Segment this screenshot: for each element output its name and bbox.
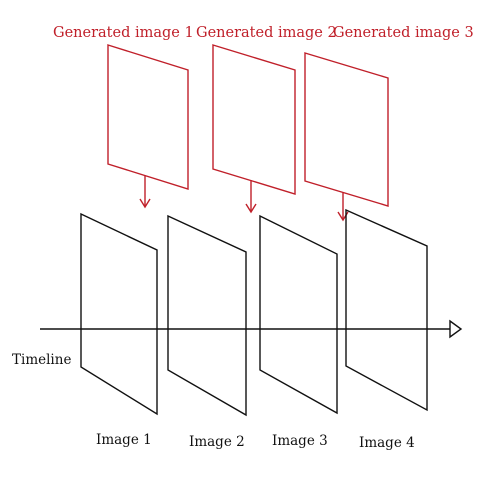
generated-image-3-frame: [304, 52, 389, 207]
image-2-frame: [167, 214, 247, 417]
generated-frames: [107, 44, 389, 207]
image-4-frame: [345, 208, 428, 412]
image-3-frame: [259, 214, 338, 415]
image-3-label: Image 3: [272, 433, 328, 449]
generated-image-2-frame: [212, 44, 296, 195]
image-1-label: Image 1: [96, 432, 152, 448]
image-4-label: Image 4: [359, 435, 415, 451]
connector-arrow-1: [139, 176, 151, 209]
image-1-frame: [80, 212, 158, 416]
generated-image-1-label: Generated image 1: [53, 25, 194, 41]
image-frames: [80, 208, 428, 417]
connector-arrows: [139, 176, 349, 222]
timeline-axis: [40, 319, 463, 339]
timeline-label: Timeline: [12, 352, 71, 368]
generated-image-2-label: Generated image 2: [196, 25, 337, 41]
generated-image-1-frame: [107, 44, 189, 190]
generated-image-3-label: Generated image 3: [333, 25, 474, 41]
connector-arrow-2: [245, 180, 257, 214]
timeline-arrowhead-icon: [449, 319, 463, 339]
image-2-label: Image 2: [189, 434, 245, 450]
